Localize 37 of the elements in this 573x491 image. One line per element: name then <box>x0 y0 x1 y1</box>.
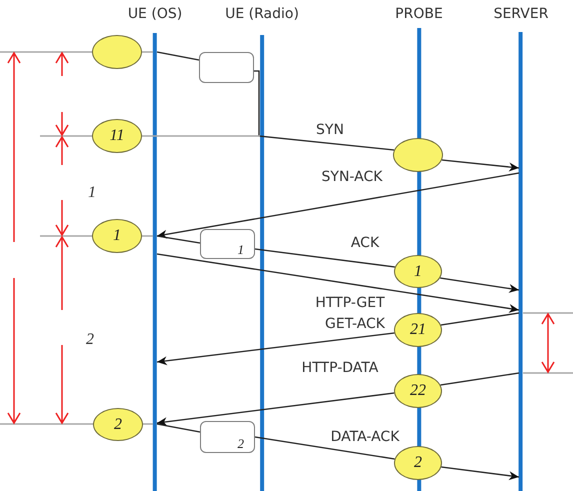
message-arrow <box>156 392 394 426</box>
message-arrow <box>156 172 520 239</box>
process-box <box>199 52 254 83</box>
event-marker: 11 <box>92 119 142 153</box>
participant-label: UE (Radio) <box>224 5 300 23</box>
participant-label: SERVER <box>492 5 550 23</box>
event-marker: 21 <box>394 313 442 347</box>
message-arrow <box>440 277 520 293</box>
connector-line <box>254 436 395 460</box>
message-arrow <box>156 253 520 313</box>
participant-label: PROBE <box>394 5 444 23</box>
interval-label: 1 <box>88 185 96 201</box>
connector-line <box>142 51 153 53</box>
process-box: 2 <box>200 421 255 453</box>
message-arrow <box>441 466 520 480</box>
connector-line <box>254 70 394 151</box>
message-arrow <box>442 159 520 172</box>
connector-line <box>142 235 153 237</box>
message-arrow <box>156 332 394 366</box>
connector-line <box>143 423 153 425</box>
connector-line <box>142 135 260 137</box>
event-marker <box>393 138 443 172</box>
participant-label: UE (OS) <box>126 5 184 23</box>
event-marker: 1 <box>394 255 442 288</box>
interval-label: 2 <box>86 332 94 348</box>
event-marker: 22 <box>394 374 442 408</box>
event-marker: 1 <box>92 219 142 253</box>
connector-line <box>156 423 200 433</box>
process-box: 1 <box>200 229 255 259</box>
connector-line <box>156 51 200 61</box>
event-marker: 2 <box>93 408 143 441</box>
event-marker <box>92 35 142 69</box>
event-marker: 2 <box>394 446 442 480</box>
connector-line <box>156 235 200 244</box>
connector-line <box>440 372 520 386</box>
connector-line <box>440 312 520 326</box>
connector-line <box>254 248 395 268</box>
